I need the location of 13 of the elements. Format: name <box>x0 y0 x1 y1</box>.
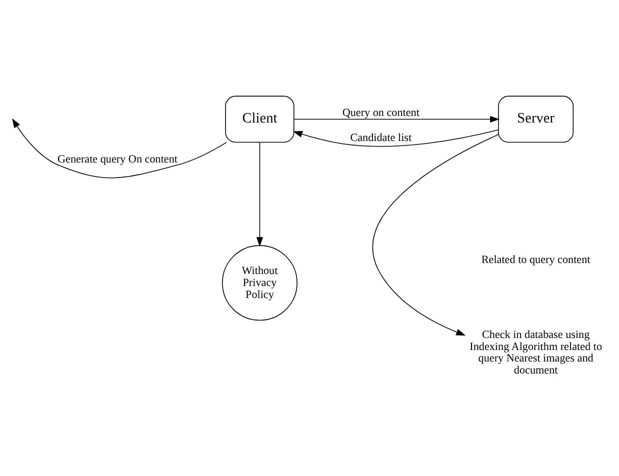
arrow <box>292 130 499 147</box>
arrow <box>294 116 500 123</box>
label: Related to query content <box>481 254 590 266</box>
arrow <box>372 134 499 336</box>
edge-label: Candidate list <box>350 132 412 144</box>
node-circle: Without Privacy Policy <box>222 245 298 321</box>
node-box: Server <box>498 96 574 143</box>
edge-label: Query on content <box>342 107 420 120</box>
node-text: Check in database using Indexing Algorithm related to query Nearest images and document <box>470 328 602 377</box>
edge-label: Generate query On content <box>58 153 178 166</box>
node-box: Client <box>225 96 294 143</box>
arrow <box>12 118 227 178</box>
arrow <box>256 142 264 247</box>
